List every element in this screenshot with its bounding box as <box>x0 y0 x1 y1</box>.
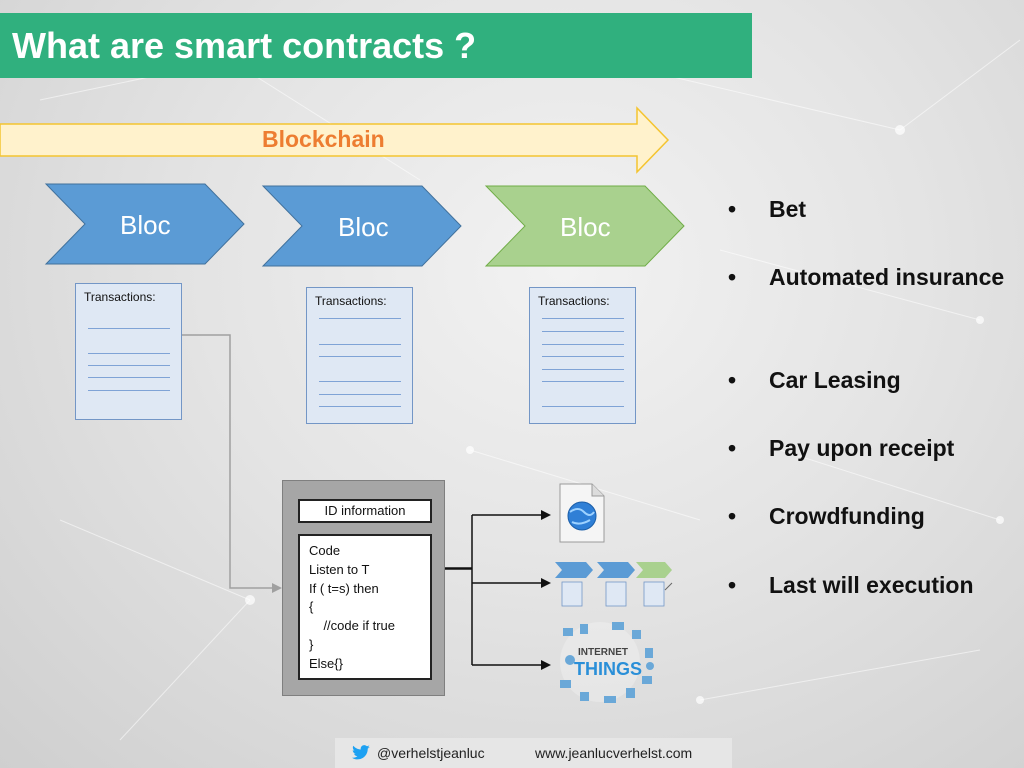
arrowhead-chain <box>541 578 551 588</box>
code-line: } <box>309 636 314 652</box>
slide-title: What are smart contracts ? <box>0 13 752 78</box>
id-information-box: ID information <box>298 499 432 523</box>
bloc-chevron-3 <box>484 185 685 267</box>
bloc-label-3: Bloc <box>560 212 611 242</box>
code-line: Else{} <box>309 655 343 671</box>
transactions-label: Transactions: <box>315 294 387 308</box>
connector-line <box>178 334 276 589</box>
blockchain-label: Blockchain <box>262 126 385 152</box>
mini-blockchain-icon <box>555 562 673 607</box>
footer: @verhelstjeanluc www.jeanlucverhelst.com <box>335 738 732 768</box>
blockchain-arrow <box>0 106 670 174</box>
code-line: { <box>309 599 314 615</box>
code-line: Listen to T <box>309 561 370 577</box>
bloc-label-1: Bloc <box>120 210 171 240</box>
twitter-handle: @verhelstjeanluc <box>377 745 485 761</box>
code-line: //code if true <box>309 618 395 634</box>
internet-of-things-icon: INTERNET THINGS <box>560 622 654 703</box>
iot-text-things: THINGS <box>574 659 642 679</box>
iot-text-internet: INTERNET <box>578 647 628 658</box>
arrowhead-iot <box>541 660 551 670</box>
connector-arrowhead <box>272 583 282 593</box>
globe-document-icon <box>559 483 605 543</box>
contract-code-box: Code Listen to T If ( t=s) then { //code… <box>298 534 432 680</box>
transactions-label: Transactions: <box>84 290 156 304</box>
bloc-label-2: Bloc <box>338 212 389 242</box>
code-line: Code <box>309 543 341 558</box>
arrowhead-web <box>541 510 551 520</box>
transactions-doc-1: Transactions: <box>75 283 182 420</box>
bloc-chevron-1 <box>44 183 245 265</box>
transactions-doc-2: Transactions: <box>306 287 413 424</box>
transactions-doc-3: Transactions: <box>529 287 636 424</box>
twitter-bird-icon <box>352 745 370 760</box>
transactions-label: Transactions: <box>538 294 610 308</box>
output-lines <box>445 514 544 666</box>
bloc-chevron-2 <box>261 185 462 267</box>
website-url: www.jeanlucverhelst.com <box>535 745 693 761</box>
code-line: If ( t=s) then <box>309 580 379 596</box>
